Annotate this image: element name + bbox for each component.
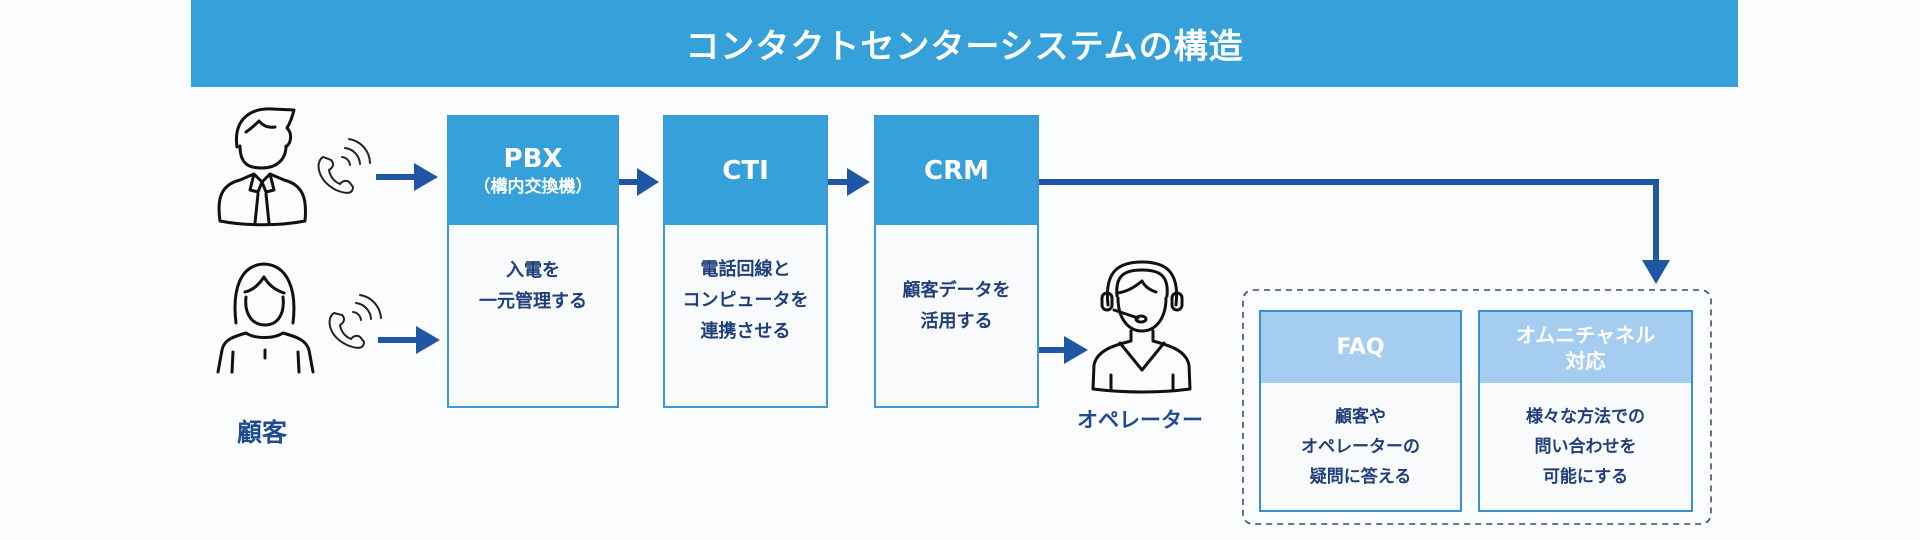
system-description: 入電を 一元管理する	[449, 225, 617, 406]
system-box-header: CRM	[876, 117, 1037, 225]
phone-ringing-icon	[328, 294, 382, 349]
arrow-pbx-to-cti	[619, 168, 659, 196]
description-line: オペレーターの	[1301, 436, 1420, 457]
support-box-omnichannel: オムニチャネル 対応 様々な方法での 問い合わせを 可能にする	[1478, 310, 1693, 512]
description-line: 疑問に答える	[1309, 466, 1412, 487]
arrow-crm-to-operator	[1039, 336, 1088, 364]
support-box-header: オムニチャネル 対応	[1480, 312, 1691, 383]
system-box-header: CTI	[665, 117, 826, 225]
description-line: 連携させる	[700, 321, 791, 342]
arrow-crm-to-support-tools	[1039, 179, 1670, 284]
description-line: 入電を	[506, 259, 560, 281]
support-name-line: 対応	[1565, 348, 1606, 373]
support-box-header: FAQ	[1261, 312, 1460, 383]
system-subtitle: （構内交換機）	[473, 177, 593, 197]
description-line: 様々な方法での	[1526, 406, 1645, 427]
system-name: CTI	[722, 156, 769, 186]
system-name: CRM	[924, 156, 989, 186]
description-line: 電話回線と	[700, 259, 791, 280]
female-customer-icon	[216, 262, 315, 374]
description-line: 可能にする	[1542, 466, 1629, 487]
page-title: コンタクトセンターシステムの構造	[685, 27, 1244, 67]
description-line: 活用する	[920, 310, 993, 332]
support-description: 様々な方法での 問い合わせを 可能にする	[1480, 383, 1691, 510]
support-description: 顧客や オペレーターの 疑問に答える	[1261, 383, 1460, 510]
page-header: コンタクトセンターシステムの構造	[191, 0, 1738, 87]
description-line: コンピュータを	[682, 290, 809, 311]
support-box-faq: FAQ 顧客や オペレーターの 疑問に答える	[1259, 310, 1462, 512]
system-name: PBX	[503, 144, 563, 174]
phone-ringing-icon	[317, 138, 371, 194]
support-name: FAQ	[1336, 334, 1385, 360]
description-line: 問い合わせを	[1534, 436, 1637, 457]
headset-operator-icon	[1091, 260, 1192, 394]
description-line: 一元管理する	[479, 290, 587, 312]
operator-label: オペレーター	[1077, 408, 1203, 432]
arrow-customer2-to-pbx	[378, 326, 440, 354]
customer-label: 顧客	[236, 418, 287, 447]
male-customer-icon	[217, 107, 307, 227]
system-box-header: PBX （構内交換機）	[449, 117, 617, 225]
system-box-crm: CRM 顧客データを 活用する	[874, 115, 1039, 408]
arrow-customer1-to-pbx	[376, 163, 438, 191]
support-name-line: オムニチャネル	[1515, 322, 1656, 347]
system-box-pbx: PBX （構内交換機） 入電を 一元管理する	[447, 115, 619, 408]
system-description: 電話回線と コンピュータを 連携させる	[665, 225, 826, 406]
system-box-cti: CTI 電話回線と コンピュータを 連携させる	[663, 115, 828, 408]
description-line: 顧客や	[1335, 406, 1386, 427]
support-tools-container	[1242, 289, 1712, 525]
description-line: 顧客データを	[902, 279, 1011, 301]
system-description: 顧客データを 活用する	[876, 225, 1037, 406]
arrow-cti-to-crm	[828, 168, 870, 196]
